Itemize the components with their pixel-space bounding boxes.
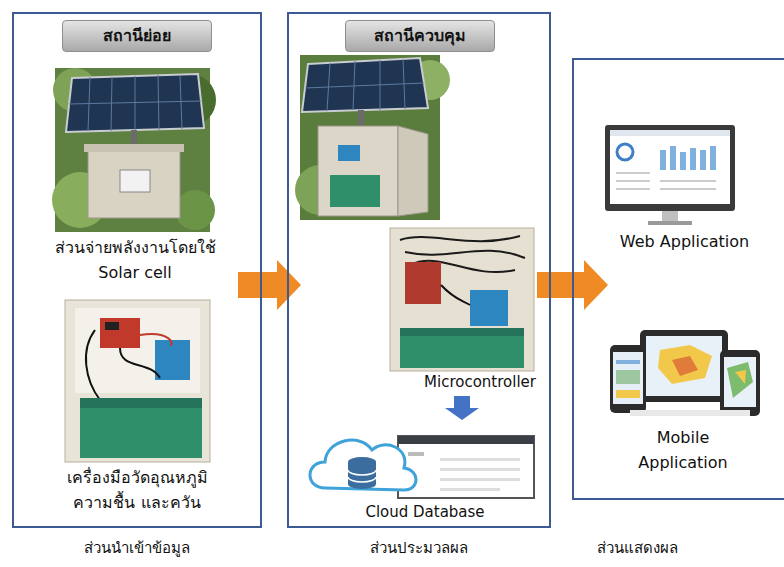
station-tag: สถานีย่อย <box>62 20 212 52</box>
control-station-photo <box>295 55 450 220</box>
station-heading: สถานีย่อย <box>103 23 171 49</box>
section-label: Microcontroller <box>388 370 536 394</box>
app-label: Web Application <box>597 230 772 255</box>
section-label: ส่วนแสดงผล <box>572 536 702 560</box>
part-caption: ส่วนจ่ายพลังงานโดยใช้ Solar cell <box>40 236 230 286</box>
flow-arrow <box>445 396 479 420</box>
microcontroller-unit: Microcontroller <box>388 226 536 394</box>
flow-arrow <box>238 260 301 310</box>
cloud-database: Cloud Database <box>310 422 540 526</box>
station-tag: สถานีควบคุม <box>345 20 495 52</box>
sensor-box-photo <box>65 300 210 462</box>
app-label: Mobile Application <box>628 426 738 476</box>
station-heading: สถานีควบคุม <box>374 23 466 49</box>
section-label: ส่วนนำเข้าข้อมูล <box>4 536 270 560</box>
section-label: ส่วนประมวลผล <box>287 536 551 560</box>
mobile-devices-icon <box>610 330 760 416</box>
station-panel: ส่วนประมวลผลสถานีควบคุมMicrocontrollerCl… <box>287 12 551 528</box>
section-label: Cloud Database <box>310 500 540 524</box>
monitor-icon <box>605 125 735 225</box>
cloud-database-icon <box>310 436 534 498</box>
solar-station-photo <box>52 68 216 232</box>
part-caption: เครื่องมือวัดอุณหภูมิ ความชื้น และควัน <box>42 466 232 516</box>
microcontroller-photo <box>390 228 534 371</box>
